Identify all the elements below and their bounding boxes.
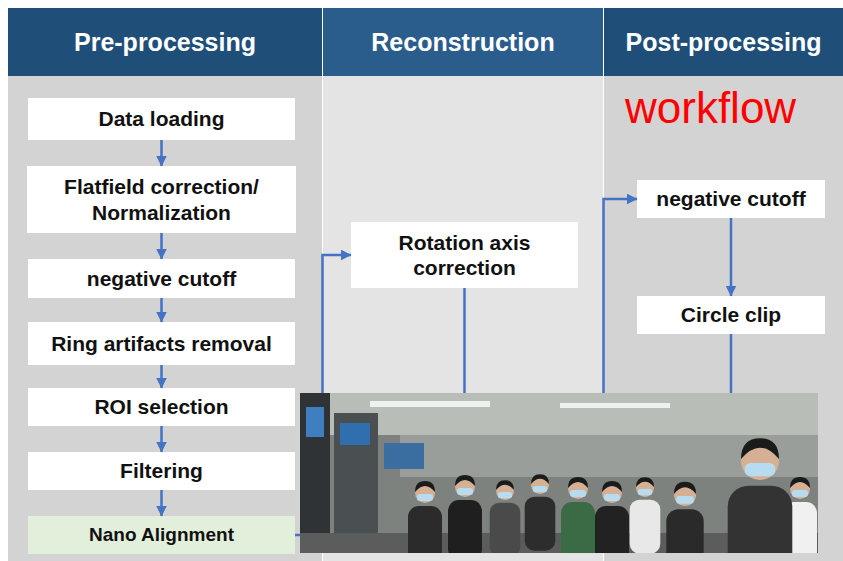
person	[408, 481, 442, 553]
process-box: ROI selection	[28, 388, 295, 426]
box-label: negative cutoff	[87, 266, 236, 291]
flow-arrow	[160, 140, 163, 166]
box-label: ROI selection	[94, 394, 228, 419]
person	[728, 438, 793, 553]
column-title: Pre-processing	[74, 27, 256, 57]
process-box: Filtering	[28, 452, 295, 490]
monitor	[384, 443, 424, 469]
flow-arrow	[730, 218, 733, 296]
process-box: Ring artifacts removal	[28, 322, 295, 365]
person	[561, 477, 595, 553]
person	[666, 482, 703, 553]
column-title: Reconstruction	[371, 27, 554, 57]
ceiling-light	[560, 403, 670, 408]
flow-arrow	[160, 490, 163, 516]
flow-arrow	[160, 365, 163, 388]
box-label: Circle clip	[681, 302, 781, 327]
flow-arrow	[160, 298, 163, 322]
box-label: Nano Alignment	[89, 524, 234, 547]
box-label: Ring artifacts removal	[51, 331, 272, 356]
person	[490, 480, 521, 553]
process-box: Data loading	[28, 98, 295, 140]
person	[448, 475, 482, 553]
box-label: Flatfield correction/ Normalization	[35, 174, 288, 224]
flow-arrow	[160, 233, 163, 259]
monitor	[340, 423, 370, 445]
title-word: workflow	[625, 86, 796, 130]
person	[525, 474, 556, 551]
column-title: Post-processing	[626, 27, 822, 57]
process-box: negative cutoff	[28, 259, 295, 298]
person	[595, 481, 629, 553]
process-box: Flatfield correction/ Normalization	[27, 166, 296, 233]
box-label: Data loading	[98, 106, 224, 131]
box-label: negative cutoff	[656, 186, 805, 211]
column-header: Post-processing	[604, 8, 843, 76]
monitor	[306, 407, 324, 437]
flow-arrow	[160, 426, 163, 452]
process-box: Circle clip	[637, 296, 825, 334]
person	[630, 477, 661, 553]
process-box: Nano Alignment	[28, 516, 295, 554]
lab-photo	[300, 393, 818, 553]
box-label: Filtering	[120, 458, 203, 483]
process-box: Rotation axis correction	[351, 222, 578, 288]
equipment-rack	[300, 393, 330, 553]
column-header: Reconstruction	[323, 8, 603, 76]
process-box: negative cutoff	[637, 180, 825, 218]
equipment-rack	[334, 413, 378, 553]
column-header: Pre-processing	[8, 8, 322, 76]
box-label: Rotation axis correction	[359, 230, 570, 280]
ceiling-light	[370, 401, 490, 407]
column-panel: Pre-processingData loadingFlatfield corr…	[8, 8, 322, 561]
